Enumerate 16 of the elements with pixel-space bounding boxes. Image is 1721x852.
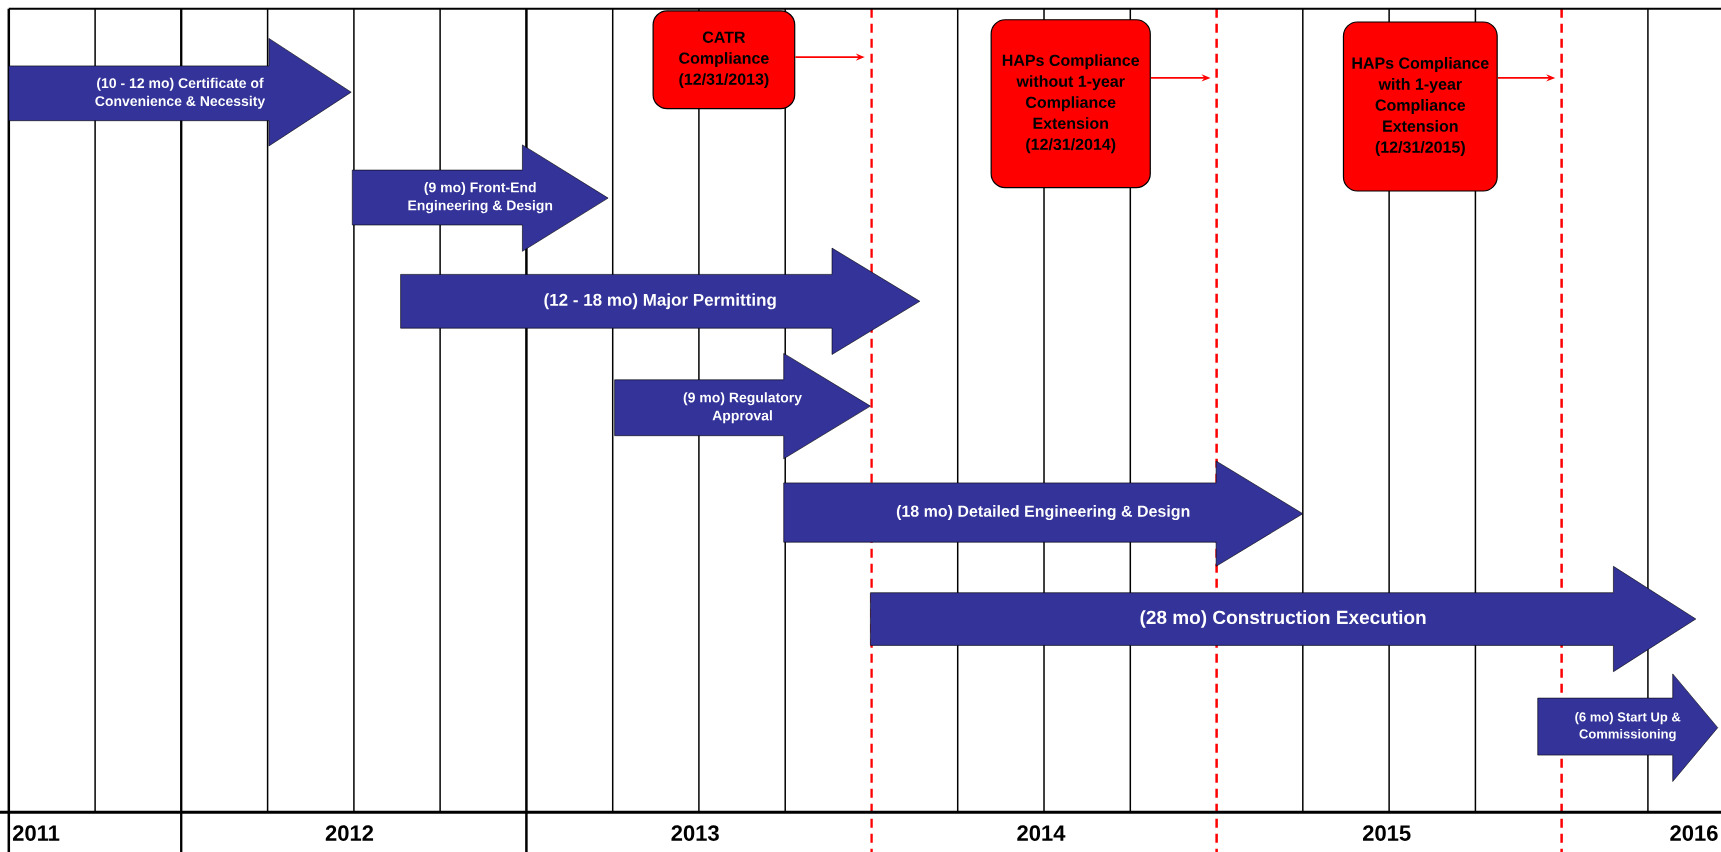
year-label: 2012 <box>325 825 374 841</box>
arrow-bar: (9 mo) Regulatory Approval <box>614 353 871 460</box>
arrow-bar: (10 - 12 mo) Certificate of Convenience & Necessity <box>8 38 352 147</box>
year-label: 2013 <box>671 825 719 841</box>
milestone-box: HAPs Compliance with 1-year Compliance Extension (12/31/2015) <box>1342 21 1498 192</box>
arrow-bar: (28 mo) Construction Execution <box>870 566 1697 672</box>
year-label: 2015 <box>1363 825 1411 841</box>
arrow-bar: (18 mo) Detailed Engineering & Design <box>783 460 1304 567</box>
arrow-bar: (9 mo) Front-End Engineering & Design <box>352 144 609 252</box>
year-label: 2014 <box>1017 825 1066 841</box>
arrow-bar: (6 mo) Start Up & Commissioning <box>1537 673 1718 782</box>
arrow-bar: (12 - 18 mo) Major Permitting <box>400 247 921 355</box>
year-label: 2011 <box>12 825 60 841</box>
milestone-box: HAPs Compliance without 1-year Compliance Extension (12/31/2014) <box>990 19 1151 189</box>
milestone-box: CATR Compliance (12/31/2013) <box>652 10 796 110</box>
year-label: 2016 <box>1670 825 1718 841</box>
